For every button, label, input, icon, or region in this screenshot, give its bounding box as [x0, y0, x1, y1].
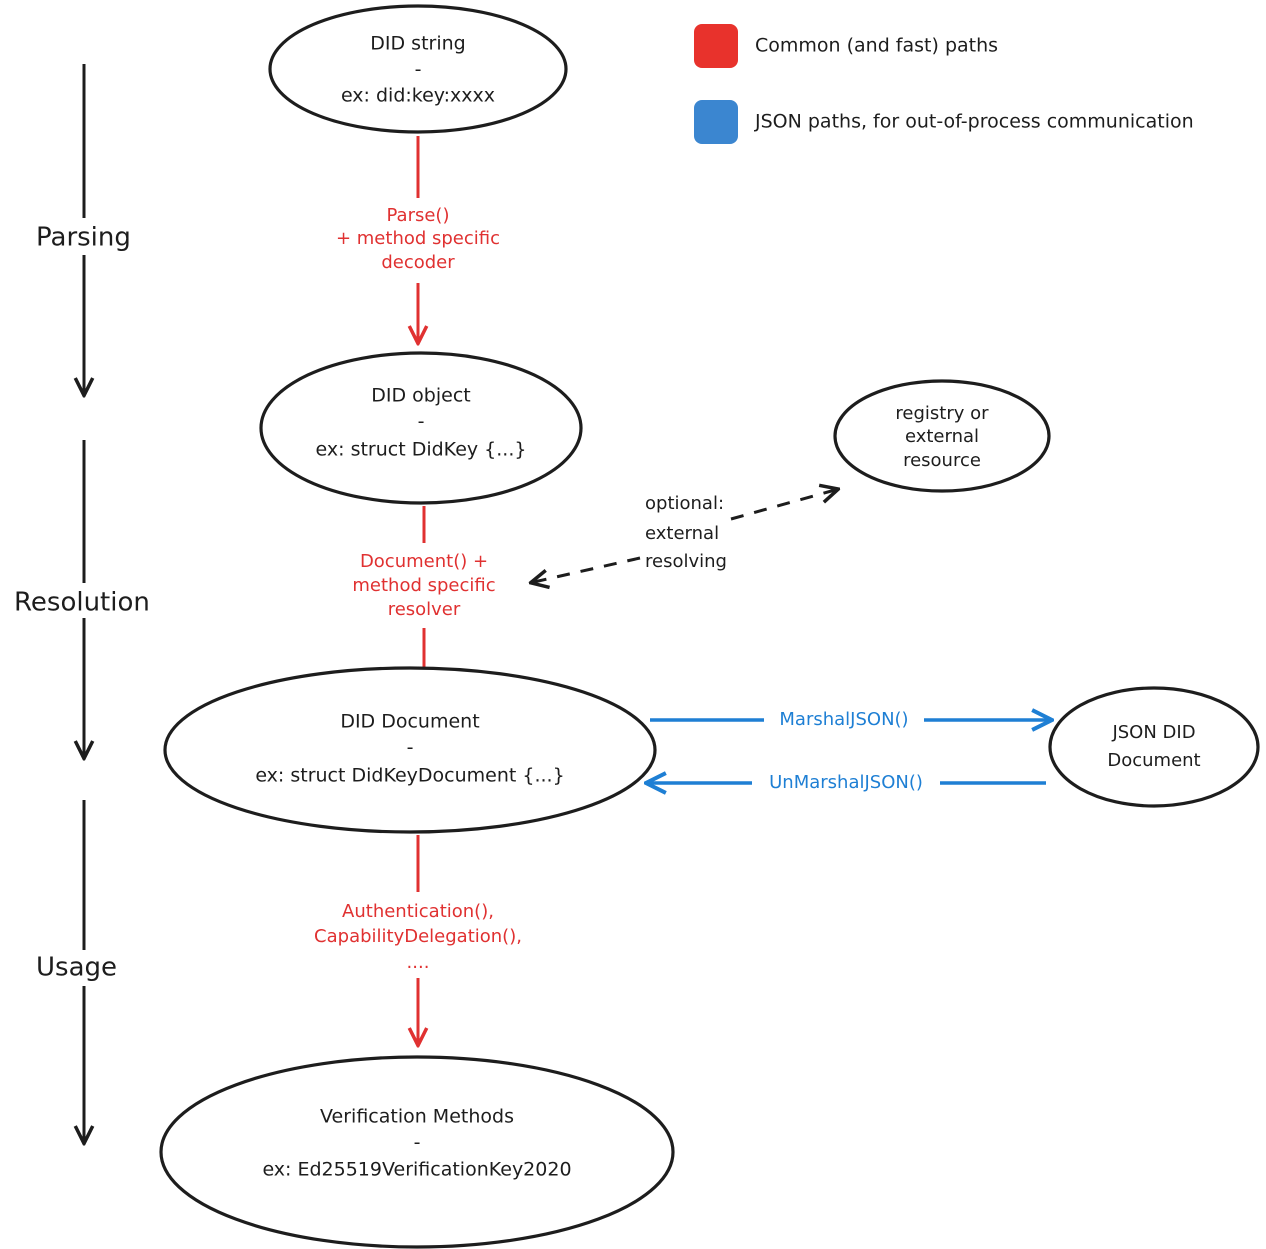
node-json-did-document-line2: Document	[1107, 750, 1200, 771]
edge-usage: Authentication(), CapabilityDelegation()…	[314, 835, 522, 1042]
edge-document-label-line1: Document() +	[360, 551, 488, 572]
edge-usage-label-line1: Authentication(),	[342, 901, 494, 922]
edge-external-label-line2: external	[645, 523, 719, 544]
node-did-string[interactable]: DID string - ex: did:key:xxxx	[268, 4, 568, 134]
edge-external-resolving: optional: external resolving	[534, 490, 835, 582]
edge-marshal-label: MarshalJSON()	[779, 709, 908, 730]
node-json-did-document-line1: JSON DID	[1111, 722, 1195, 743]
legend-label-json-paths: JSON paths, for out-of-process communica…	[754, 111, 1194, 133]
node-did-object-dash: -	[418, 411, 425, 433]
phase-label-parsing: Parsing	[36, 223, 131, 253]
node-did-document-dash: -	[407, 737, 414, 759]
edge-document-label-line2: method specific	[352, 575, 495, 596]
node-did-object[interactable]: DID object - ex: struct DidKey {...}	[259, 351, 583, 505]
edge-external-arrow-to-registry	[730, 490, 835, 521]
node-json-did-document[interactable]: JSON DID Document	[1048, 686, 1260, 808]
node-did-string-title: DID string	[370, 33, 465, 55]
node-verification-methods[interactable]: Verification Methods - ex: Ed25519Verifi…	[159, 1055, 675, 1249]
node-registry-line1: registry or	[895, 403, 989, 424]
node-did-document[interactable]: DID Document - ex: struct DidKeyDocument…	[163, 666, 657, 834]
phase-parsing: Parsing	[36, 64, 131, 392]
node-did-string-ellipse[interactable]	[268, 4, 568, 134]
legend-label-common-paths: Common (and fast) paths	[755, 35, 998, 57]
edge-unmarshal-json: UnMarshalJSON()	[650, 772, 1046, 793]
phase-timeline: Parsing Resolution Usage	[14, 64, 150, 1140]
phase-usage: Usage	[36, 800, 117, 1140]
edge-external-label-line1: optional:	[645, 493, 724, 514]
node-did-document-subtitle: ex: struct DidKeyDocument {...}	[255, 765, 564, 787]
node-registry-line2: external	[905, 426, 979, 447]
edge-parse-label-line3: decoder	[381, 252, 455, 273]
node-verification-methods-ellipse[interactable]	[159, 1055, 675, 1249]
phase-label-resolution: Resolution	[14, 588, 150, 618]
node-registry-ellipse[interactable]	[833, 379, 1051, 493]
node-did-string-subtitle: ex: did:key:xxxx	[341, 85, 495, 107]
edge-document-label-line3: resolver	[388, 599, 461, 620]
edge-unmarshal-label: UnMarshalJSON()	[769, 772, 923, 793]
edge-external-label-line3: resolving	[645, 551, 727, 572]
node-did-object-ellipse[interactable]	[259, 351, 583, 505]
node-registry[interactable]: registry or external resource	[833, 379, 1051, 493]
node-did-string-dash: -	[415, 59, 422, 81]
node-did-object-title: DID object	[371, 385, 470, 407]
edge-parse: Parse() + method specific decoder	[336, 136, 500, 340]
edge-marshal-json: MarshalJSON()	[650, 709, 1048, 730]
edge-usage-label-line3: ....	[407, 952, 430, 973]
node-registry-line3: resource	[903, 450, 981, 471]
edge-parse-label-line1: Parse()	[387, 205, 450, 226]
node-verification-methods-subtitle: ex: Ed25519VerificationKey2020	[262, 1159, 571, 1181]
edge-parse-label-line2: + method specific	[336, 228, 500, 249]
phase-label-usage: Usage	[36, 953, 117, 983]
node-did-object-subtitle: ex: struct DidKey {...}	[316, 439, 527, 461]
edge-external-arrow-to-did-object	[534, 556, 641, 582]
edge-usage-label-line2: CapabilityDelegation(),	[314, 926, 522, 947]
node-did-document-ellipse[interactable]	[163, 666, 657, 834]
edge-document: Document() + method specific resolver	[352, 506, 496, 682]
phase-resolution: Resolution	[14, 440, 150, 755]
node-did-document-title: DID Document	[340, 711, 479, 733]
legend-red-swatch	[694, 24, 738, 68]
legend: Common (and fast) paths JSON paths, for …	[694, 24, 1194, 144]
node-json-did-document-ellipse[interactable]	[1048, 686, 1260, 808]
legend-blue-swatch	[694, 100, 738, 144]
node-verification-methods-dash: -	[414, 1132, 421, 1154]
node-verification-methods-title: Verification Methods	[320, 1106, 514, 1128]
